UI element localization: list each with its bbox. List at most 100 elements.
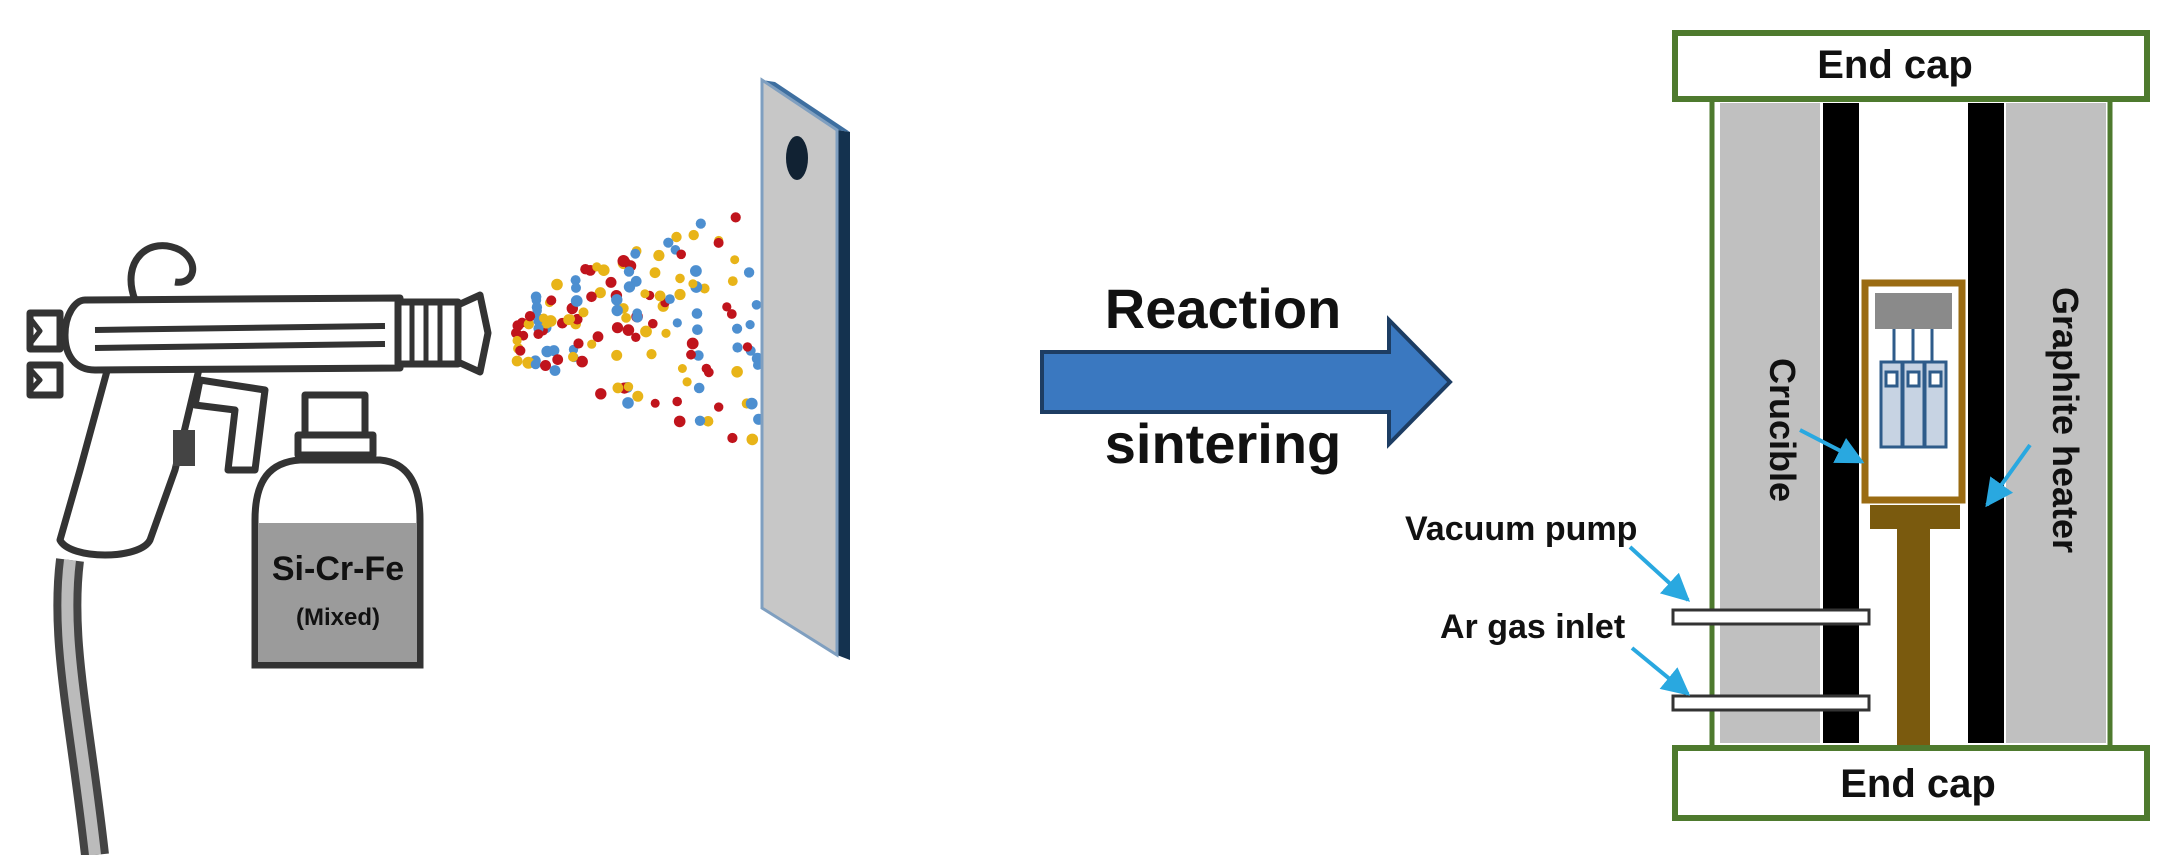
spray-particle xyxy=(730,255,740,265)
spray-particle xyxy=(580,264,591,275)
spray-particle xyxy=(587,339,597,349)
spray-particle xyxy=(592,331,604,343)
spray-particle xyxy=(595,388,607,400)
spray-particle xyxy=(722,302,732,312)
sample-stand-top xyxy=(1870,505,1960,529)
spray-particle xyxy=(732,342,743,353)
furnace: End cap End cap Crucible Graphite heater xyxy=(1405,30,2150,821)
spray-particle xyxy=(515,345,526,356)
spray-particle xyxy=(611,304,623,317)
spray-particle xyxy=(611,294,623,306)
heater-strip-right xyxy=(1968,103,2004,743)
spray-particle xyxy=(570,275,581,286)
spray-particle xyxy=(576,355,588,368)
spray-particle xyxy=(646,349,657,360)
substrate-plate xyxy=(760,77,850,660)
spray-particle xyxy=(686,349,696,360)
spray-particle xyxy=(611,349,623,361)
spray-particle xyxy=(746,433,759,446)
spray-particle xyxy=(676,249,686,260)
spray-particle xyxy=(540,360,551,371)
spray-particle xyxy=(572,313,583,325)
sample-stand-post xyxy=(1897,529,1930,745)
spray-particle xyxy=(511,355,523,367)
spray-particle xyxy=(571,282,581,293)
arrow-label-reaction: Reaction xyxy=(1105,277,1342,340)
crucible-pointer-icon xyxy=(1799,428,1865,464)
spray-particle xyxy=(661,328,671,338)
spray-particle xyxy=(586,291,597,303)
pointer-arrows xyxy=(1628,428,2032,696)
spray-particle xyxy=(592,262,602,272)
container-label: Si-Cr-Fe xyxy=(272,550,404,588)
spray-particle xyxy=(701,363,712,374)
spray-particle xyxy=(523,319,534,330)
vacuum-pointer-icon xyxy=(1628,545,1691,602)
spray-particle xyxy=(541,345,553,358)
spray-particle xyxy=(533,329,544,339)
bottom-end-cap xyxy=(1672,745,2150,821)
top-end-cap xyxy=(1672,30,2150,102)
spray-particle xyxy=(713,237,724,248)
spray-particle xyxy=(594,287,606,299)
spray-particle xyxy=(691,308,703,319)
spray-particle xyxy=(675,273,685,284)
spray-particle xyxy=(617,255,630,267)
spray-particle xyxy=(566,314,576,324)
spray-particle xyxy=(649,267,661,279)
spray-particle xyxy=(693,350,704,361)
spray-particle xyxy=(702,416,714,427)
spray-particle xyxy=(578,307,589,318)
ar-gas-inlet-label: Ar gas inlet xyxy=(1440,608,1625,646)
heater-pointer-icon xyxy=(1985,443,2032,508)
vacuum-pipe xyxy=(1671,608,1871,626)
vacuum-pump-label: Vacuum pump xyxy=(1405,510,1637,548)
graphite-heater-label: Graphite heater xyxy=(2045,287,2086,553)
spray-particle xyxy=(573,338,584,349)
spray-particle xyxy=(650,398,660,408)
spray-particle xyxy=(714,402,724,412)
spray-particle xyxy=(640,289,650,299)
spray-particle xyxy=(695,218,706,229)
spray-particle xyxy=(549,365,561,376)
spray-particle xyxy=(686,337,699,350)
spray-particle xyxy=(546,295,557,306)
spray-particle xyxy=(743,267,755,278)
spray-particle xyxy=(688,279,698,289)
spray-particle xyxy=(730,212,741,223)
spray-particle xyxy=(566,304,578,315)
spray-particle xyxy=(612,382,624,394)
spray-particle xyxy=(731,366,743,378)
spray-particle xyxy=(632,390,644,402)
spray-particle xyxy=(690,265,702,277)
spray-particle xyxy=(745,320,755,330)
bottom-end-cap-label: End cap xyxy=(1840,762,1996,806)
powder-container: Si-Cr-Fe (Mixed) xyxy=(251,456,424,669)
spray-particle xyxy=(654,290,666,302)
spray-particle xyxy=(672,396,682,407)
spray-particle xyxy=(726,309,737,319)
spray-particle xyxy=(732,323,743,334)
spray-particle xyxy=(640,325,652,338)
spray-particle xyxy=(673,415,686,428)
spray-particle xyxy=(727,432,738,444)
spray-particle xyxy=(682,377,692,387)
spray-particle xyxy=(631,332,641,342)
spray-particle xyxy=(552,354,564,365)
spray-particle xyxy=(753,360,763,370)
spray-particle xyxy=(688,229,699,241)
spray-particle xyxy=(530,359,541,370)
spray-particle xyxy=(570,295,583,307)
spray-particle xyxy=(672,318,682,328)
spray-particle xyxy=(648,318,658,329)
ar-pointer-icon xyxy=(1630,646,1691,696)
spray-particle xyxy=(623,266,635,277)
heater-strip-left xyxy=(1823,103,1859,743)
spray-particle xyxy=(693,382,705,394)
spray-gun-icon xyxy=(26,242,492,855)
spray-particle xyxy=(727,276,738,286)
spray-particle xyxy=(524,311,536,322)
spray-particle xyxy=(751,300,762,310)
spray-particle xyxy=(611,322,624,334)
